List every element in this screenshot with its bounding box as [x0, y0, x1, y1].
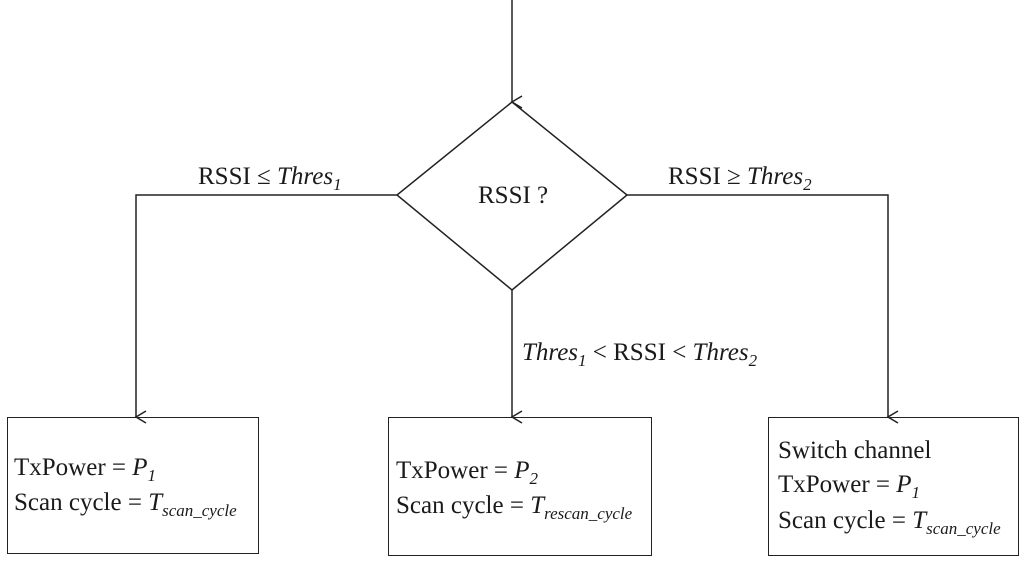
middle-branch-var2: Thres [692, 339, 749, 366]
right-branch-var: Thres [747, 163, 804, 190]
right-box-scancycle: Scan cycle = Tscan_cycle [778, 508, 1001, 537]
decision-label: RSSI ? [478, 182, 549, 209]
left-box-scancycle-sub: scan_cycle [162, 501, 237, 520]
right-branch-label: RSSI ≥ Thres2 [668, 164, 812, 193]
middle-action-box [388, 417, 652, 556]
left-branch-prefix: RSSI ≤ [198, 163, 278, 190]
middle-box-txpower-prefix: TxPower = [396, 457, 515, 484]
right-box-txpower-var: P [896, 471, 912, 498]
middle-branch-mid: < RSSI < [586, 339, 693, 366]
middle-branch-var1: Thres [522, 339, 579, 366]
left-branch-var: Thres [277, 163, 334, 190]
left-branch-sub: 1 [333, 175, 342, 194]
middle-box-txpower-var: P [514, 457, 530, 484]
left-branch-label: RSSI ≤ Thres1 [198, 164, 342, 193]
middle-box-scancycle-sub: rescan_cycle [544, 504, 633, 523]
right-box-txpower: TxPower = P1 [778, 472, 920, 501]
left-box-scancycle-var: T [148, 489, 163, 516]
right-branch-prefix: RSSI ≥ [668, 163, 748, 190]
right-box-txpower-prefix: TxPower = [778, 471, 897, 498]
left-box-scancycle: Scan cycle = Tscan_cycle [14, 490, 237, 519]
middle-box-scancycle: Scan cycle = Trescan_cycle [396, 493, 632, 522]
left-action-box [7, 417, 259, 554]
middle-branch-label: Thres1 < RSSI < Thres2 [522, 340, 757, 369]
middle-box-scancycle-var: T [530, 492, 545, 519]
left-box-scancycle-prefix: Scan cycle = [14, 489, 149, 516]
middle-box-scancycle-prefix: Scan cycle = [396, 492, 531, 519]
left-box-txpower-prefix: TxPower = [14, 454, 133, 481]
right-branch-sub: 2 [803, 175, 812, 194]
right-action-box [768, 417, 1019, 556]
middle-branch-var1-sub: 1 [578, 351, 587, 370]
right-box-scancycle-prefix: Scan cycle = [778, 507, 913, 534]
right-box-scancycle-var: T [912, 507, 927, 534]
middle-box-txpower-sub: 2 [529, 469, 539, 488]
right-box-scancycle-sub: scan_cycle [926, 519, 1001, 538]
left-box-txpower-sub: 1 [147, 466, 157, 485]
right-box-txpower-sub: 1 [911, 483, 921, 502]
left-branch-connector [134, 194, 397, 424]
right-box-switch-channel: Switch channel [778, 437, 932, 464]
left-box-txpower-var: P [132, 454, 148, 481]
right-branch-connector [627, 194, 899, 424]
middle-branch-var2-sub: 2 [748, 351, 758, 370]
middle-box-txpower: TxPower = P2 [396, 458, 538, 487]
left-box-txpower: TxPower = P1 [14, 455, 156, 484]
